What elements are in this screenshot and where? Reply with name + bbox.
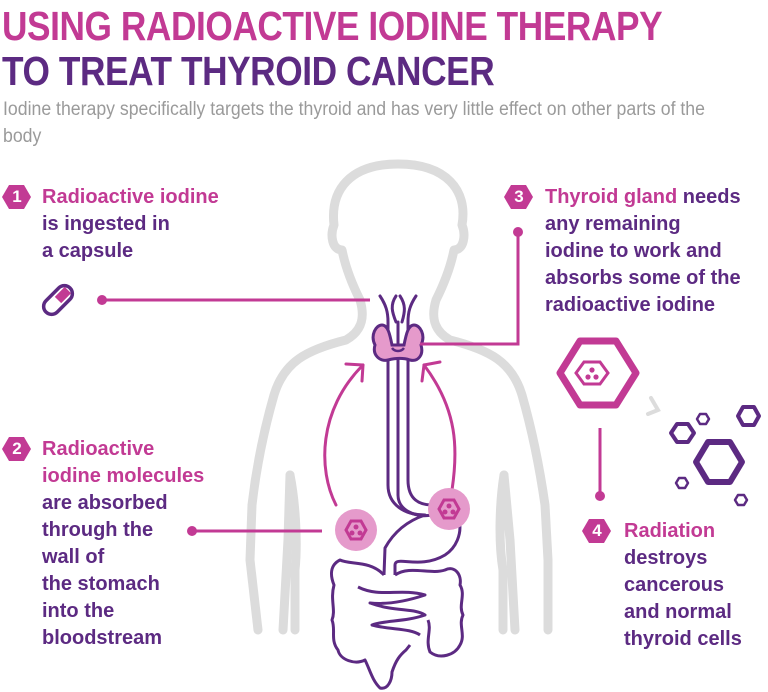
- step-3-line: radioactive iodine: [545, 294, 716, 316]
- step-2-highlight: iodine molecules: [42, 465, 205, 487]
- step-3-highlight: Thyroid gland: [545, 186, 678, 208]
- step-4-line: and normal: [624, 601, 732, 623]
- title-line-1: USING RADIOACTIVE IODINE THERAPY: [2, 3, 663, 49]
- connector-dots: [97, 227, 605, 536]
- digestive-tract: [330, 503, 465, 690]
- step-1-line: a capsule: [42, 240, 134, 262]
- step-4-line: destroys: [624, 547, 708, 569]
- step-2-line: the stomach: [42, 573, 160, 595]
- step-2-text: Radioactive iodine molecules are absorbe…: [42, 436, 204, 652]
- radioactive-hexagon-icon: [556, 337, 640, 409]
- step-3-text: Thyroid gland needs any remaining iodine…: [545, 184, 741, 319]
- step-4-text: Radiation destroys cancerous and normal …: [624, 518, 742, 653]
- step-4-line: cancerous: [624, 574, 725, 596]
- step-1-highlight: Radioactive iodine: [42, 186, 219, 208]
- step-2-line: into the: [42, 600, 115, 622]
- step-3-line: any remaining: [545, 213, 681, 235]
- step-3-line: iodine to work and: [545, 240, 722, 262]
- step-3-badge: 3: [514, 187, 524, 206]
- step-4-line: thyroid cells: [624, 628, 742, 650]
- step-2-line: bloodstream: [42, 627, 163, 649]
- thyroid-icon: [371, 323, 425, 362]
- step-3-line: absorbs some of the: [545, 267, 741, 289]
- step-1-badge: 1: [12, 187, 22, 206]
- esophagus: [378, 294, 434, 518]
- step-1-text: Radioactive iodine is ingested in a caps…: [42, 184, 219, 265]
- title-line-2: TO TREAT THYROID CANCER: [2, 48, 495, 94]
- step-2-line: through the: [42, 519, 154, 541]
- step-4-badge: 4: [592, 521, 602, 540]
- destroyed-cells-hexagons-icon: [669, 405, 761, 507]
- arrow-icon: [646, 396, 661, 416]
- step-3-first-line-rest: needs: [677, 186, 741, 208]
- step-4-highlight: Radiation: [624, 520, 716, 542]
- capsule-icon: [41, 283, 75, 317]
- radioactive-molecule-icon: [335, 509, 377, 551]
- step-1-line: is ingested in: [42, 213, 170, 235]
- connector-lines: [102, 232, 602, 533]
- step-2-highlight: Radioactive: [42, 438, 155, 460]
- step-2-line: are absorbed: [42, 492, 168, 514]
- absorption-arrows: [323, 360, 457, 507]
- step-2-badge: 2: [12, 439, 22, 458]
- subtitle: Iodine therapy specifically targets the …: [3, 99, 705, 147]
- step-badges: [2, 185, 611, 543]
- step-2-line: wall of: [42, 546, 105, 568]
- radioactive-molecule-icon: [428, 488, 470, 530]
- body-outline: [245, 159, 553, 635]
